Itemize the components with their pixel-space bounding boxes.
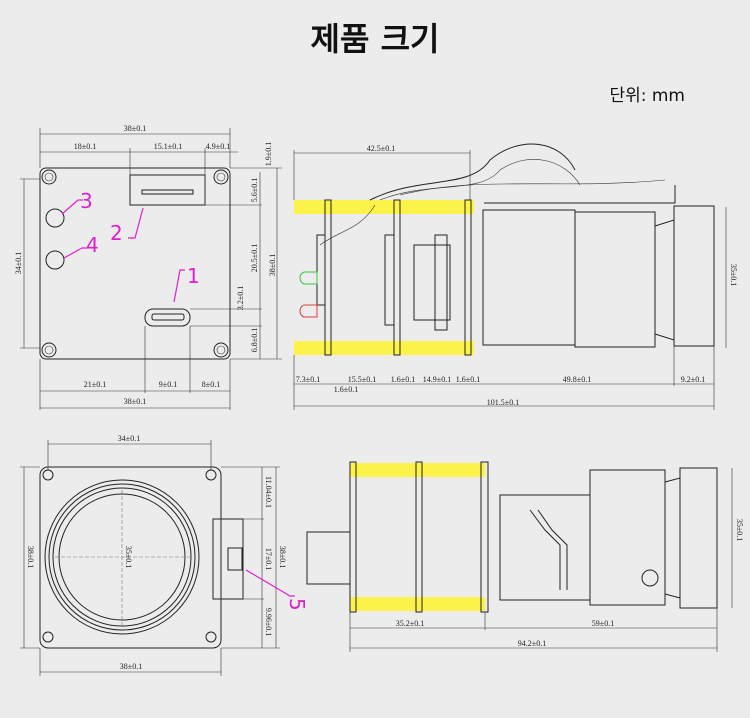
dim-label: 9±0.1: [159, 380, 177, 389]
usb-connector-side: [306, 531, 351, 585]
dim-label: 11.04±0.1: [264, 476, 273, 508]
lens-front: [673, 205, 715, 347]
led-hole-3: [45, 208, 65, 228]
dim-label: 34±0.1: [118, 434, 140, 443]
dim-label: 1.6±0.1: [391, 375, 415, 384]
dim-label: 15.1±0.1: [154, 142, 182, 151]
marker-5: 5: [285, 598, 309, 611]
marker-4: 4: [86, 233, 99, 257]
sensor-module: [499, 494, 591, 601]
standoff-highlight: [294, 200, 474, 214]
lens-ring: [44, 479, 200, 635]
dim-label: 14.9±0.1: [423, 375, 451, 384]
dim-label: 7.3±0.1: [296, 375, 320, 384]
dim-label: 35±0.1: [729, 264, 738, 286]
board-outline: [39, 167, 231, 360]
page-title: 제품 크기: [311, 20, 440, 58]
standoff-highlight: [350, 463, 485, 477]
lens-front: [679, 467, 718, 609]
dim-label: 38±0.1: [120, 662, 142, 671]
lens-body: [574, 211, 656, 348]
dim-label: 15.5±0.1: [348, 375, 376, 384]
marker-2: 2: [110, 221, 123, 245]
dim-label: 35±0.1: [124, 546, 133, 568]
standoff-highlight: [294, 341, 474, 355]
dim-label: 1.6±0.1: [456, 375, 480, 384]
dim-label: 8±0.1: [202, 380, 220, 389]
dim-label: 17±0.1: [264, 548, 273, 570]
marker-3: 3: [80, 189, 93, 213]
dim-label: 21±0.1: [84, 380, 106, 389]
dim-label: 38±0.1: [278, 546, 287, 568]
led-green: [299, 271, 318, 285]
sensor-module: [482, 209, 576, 346]
dim-label: 18±0.1: [74, 142, 96, 151]
dim-label: 9.96±0.1: [264, 608, 273, 636]
dim-label: 4.9±0.1: [206, 142, 230, 151]
dim-label: 38±0.1: [26, 546, 35, 568]
dim-label: 101.5±0.1: [487, 398, 519, 407]
front-view: 34±0.1 38±0.1 35±0.1 11.04±0.1 17±0.1 9.…: [20, 434, 309, 676]
dim-label: 59±0.1: [592, 619, 614, 628]
side-view-top: 42.5±0.1 7.3±0.1 15.5±0.1 1.6±0.1 1.6±0.…: [293, 143, 738, 410]
dim-label: 35.2±0.1: [396, 619, 424, 628]
dim-label: 1.6±0.1: [334, 385, 358, 394]
usb-connector: [212, 518, 244, 600]
dim-label: 1.9±0.1: [264, 142, 273, 166]
dim-label: 49.8±0.1: [563, 375, 591, 384]
led-hole-4: [45, 250, 65, 270]
marker-1: 1: [187, 264, 200, 288]
dim-label: 9.2±0.1: [681, 375, 705, 384]
dim-label: 34±0.1: [14, 252, 23, 274]
dim-label: 5.6±0.1: [250, 178, 259, 202]
dim-label: 20.5±0.1: [250, 244, 259, 272]
dim-label: 38±0.1: [124, 397, 146, 406]
dim-label: 38±0.1: [268, 254, 277, 276]
dim-label: 6.8±0.1: [250, 328, 259, 352]
dim-label: 42.5±0.1: [367, 144, 395, 153]
rear-view: 38±0.1 18±0.1 15.1±0.1 4.9±0.1 1.9±0.1 5…: [14, 124, 282, 410]
dim-label: 38±0.1: [124, 124, 146, 133]
unit-label: 단위: mm: [609, 86, 685, 106]
front-plate: [39, 466, 222, 649]
dim-label: 94.2±0.1: [518, 639, 546, 648]
mounting-holes: [41, 169, 229, 358]
dim-label: 35±0.1: [735, 519, 744, 541]
side-view-bottom: 35.2±0.1 59±0.1 94.2±0.1 35±0.1: [306, 461, 744, 652]
dim-label: 3.2±0.1: [236, 286, 245, 310]
usb-c-port: [144, 308, 191, 327]
led-red: [299, 304, 318, 318]
standoff-highlight: [350, 597, 485, 611]
lens-body: [589, 469, 666, 606]
